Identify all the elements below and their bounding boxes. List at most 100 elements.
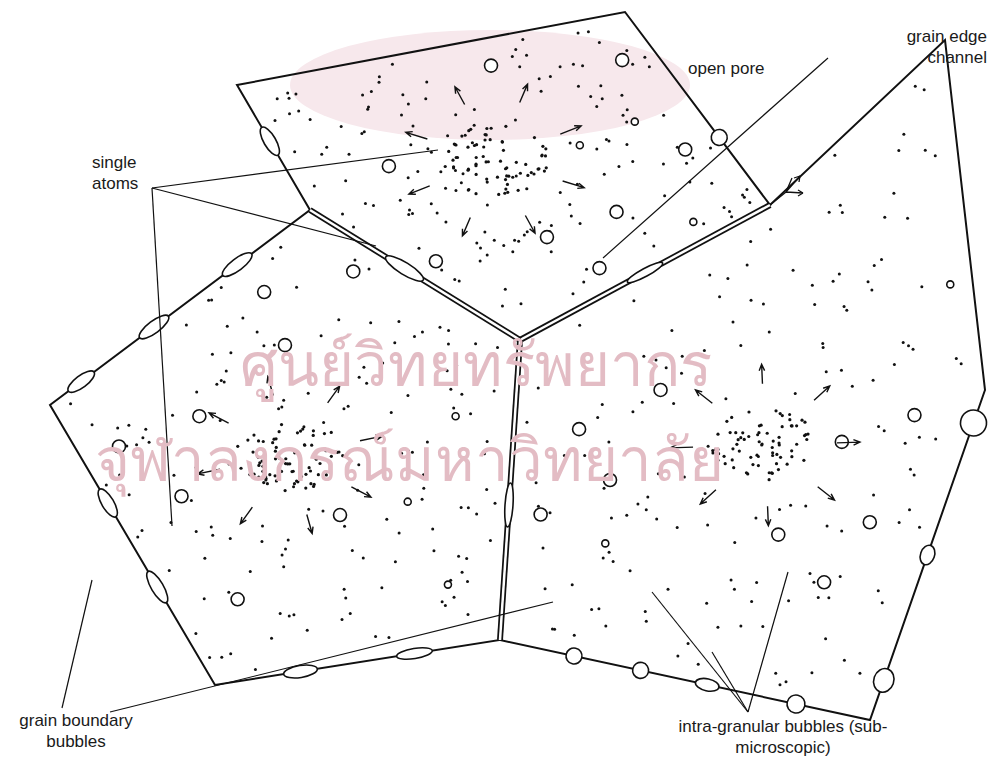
single-atom xyxy=(747,410,750,413)
grain-edge-channel xyxy=(520,205,770,340)
single-atom xyxy=(571,292,574,295)
single-atom xyxy=(608,551,611,554)
single-atom xyxy=(766,432,769,435)
single-atom xyxy=(486,180,489,183)
single-atom xyxy=(577,85,580,88)
intra-granular-bubble xyxy=(485,59,498,72)
single-atom xyxy=(841,211,844,214)
single-atom xyxy=(400,113,403,116)
intra-granular-bubble xyxy=(947,281,954,288)
single-atom xyxy=(475,242,478,245)
single-atom xyxy=(778,508,781,511)
single-atom xyxy=(897,149,900,152)
single-atom xyxy=(595,147,598,150)
single-atom xyxy=(758,440,761,443)
single-atom xyxy=(648,65,651,68)
single-atom xyxy=(69,402,72,405)
single-atom xyxy=(906,217,909,220)
single-atom xyxy=(549,75,552,78)
single-atom xyxy=(662,114,665,117)
single-atom xyxy=(462,172,465,175)
single-atom xyxy=(702,222,705,225)
single-atom xyxy=(474,192,477,195)
single-atom xyxy=(473,108,476,111)
single-atom xyxy=(229,652,232,655)
single-atom xyxy=(496,176,499,179)
single-atom xyxy=(827,596,830,599)
single-atom xyxy=(775,462,778,465)
single-atom xyxy=(506,191,509,194)
grain-boundary-bubble xyxy=(219,249,255,280)
single-atom xyxy=(387,636,390,639)
single-atom xyxy=(526,230,529,233)
single-atom xyxy=(421,498,424,501)
single-atom xyxy=(872,493,875,496)
single-atom xyxy=(517,189,520,192)
single-atom xyxy=(168,569,171,572)
single-atom xyxy=(501,140,504,143)
single-atom xyxy=(466,146,469,149)
grain-boundary-bubble xyxy=(65,367,98,396)
single-atom xyxy=(551,628,554,631)
single-atom xyxy=(786,463,789,466)
single-atom xyxy=(622,114,625,117)
single-atom xyxy=(342,407,345,410)
single-atom xyxy=(813,303,816,306)
single-atom xyxy=(775,453,778,456)
single-atom xyxy=(578,324,581,327)
single-atom xyxy=(341,618,344,621)
single-atom xyxy=(506,183,509,186)
single-atom xyxy=(795,443,798,446)
grain-outlines xyxy=(50,12,985,720)
single-atom xyxy=(215,383,218,386)
single-atom xyxy=(502,149,505,152)
single-atom xyxy=(471,141,474,144)
single-atom xyxy=(190,499,193,502)
single-atom xyxy=(438,326,441,329)
single-atom xyxy=(620,94,623,97)
single-atom xyxy=(458,280,461,283)
single-atom xyxy=(738,449,741,452)
single-atom xyxy=(474,163,477,166)
single-atom xyxy=(821,342,824,345)
single-atom xyxy=(446,134,449,137)
single-atom xyxy=(731,458,734,461)
callout-label: grain boundary bubbles xyxy=(6,710,146,752)
single-atom xyxy=(724,397,727,400)
diffusion-arrow xyxy=(837,440,860,445)
single-atom xyxy=(526,174,529,177)
single-atom xyxy=(532,172,535,175)
single-atom xyxy=(838,273,841,276)
single-atom xyxy=(194,632,197,635)
single-atom xyxy=(454,169,457,172)
single-atom xyxy=(514,48,517,51)
single-atom xyxy=(873,264,876,267)
single-atom xyxy=(790,455,793,458)
single-atom xyxy=(343,525,346,528)
open-pore-vent xyxy=(770,176,803,205)
single-atom xyxy=(771,454,774,457)
single-atom xyxy=(325,146,328,149)
single-atom xyxy=(934,154,937,157)
single-atom xyxy=(432,549,435,552)
single-atom xyxy=(757,464,760,467)
single-atom xyxy=(880,258,883,261)
single-atom xyxy=(824,637,827,640)
callout-label: grain edge channel xyxy=(862,26,987,68)
single-atom xyxy=(568,203,571,206)
intra-granular-bubble xyxy=(908,409,921,422)
single-atom xyxy=(631,216,634,219)
single-atom xyxy=(229,351,232,354)
single-atom xyxy=(399,199,402,202)
single-atom xyxy=(579,222,582,225)
single-atom xyxy=(444,220,447,223)
single-atom xyxy=(828,211,831,214)
single-atom xyxy=(511,55,514,58)
single-atom xyxy=(352,226,355,229)
single-atom xyxy=(417,247,420,250)
single-atom xyxy=(277,407,280,410)
intra-granular-bubble xyxy=(818,576,831,589)
single-atom xyxy=(390,411,393,414)
single-atom xyxy=(625,49,628,52)
intra-granular-bubble xyxy=(772,528,785,541)
